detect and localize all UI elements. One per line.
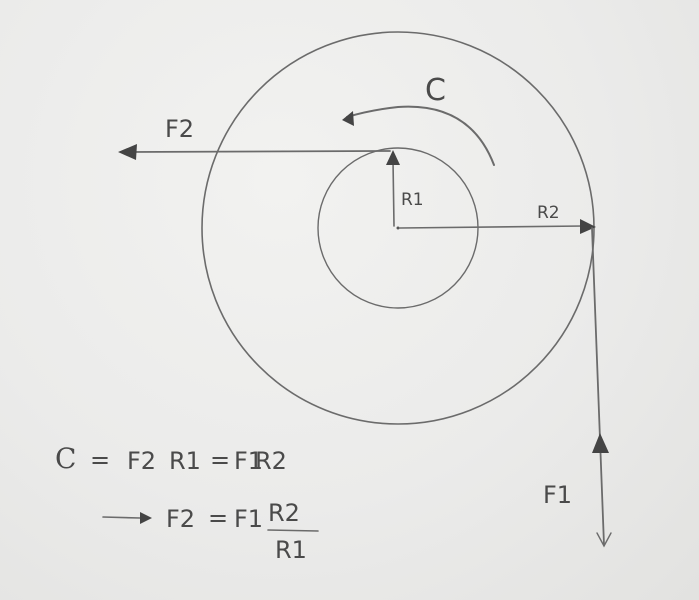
equation-line-1: C = F2 R1 = F1 R2 (55, 442, 287, 475)
eq1-r1: R1 (169, 447, 201, 475)
eq2-f1: F1 (234, 505, 263, 533)
eq1-f2: F2 (127, 447, 156, 475)
eq1-c: C (55, 442, 76, 475)
force-top-arrowhead (118, 144, 137, 160)
radius-outer-line (399, 225, 585, 229)
implies-arrowhead (140, 512, 152, 524)
couple-label: C (425, 73, 446, 108)
center-point (396, 226, 400, 230)
force-top-line (127, 150, 391, 153)
eq2-numerator: R2 (268, 499, 300, 527)
force-right-label: F1 (543, 481, 572, 509)
radius-inner-line (392, 159, 395, 227)
inner-circle (317, 147, 479, 309)
equation-line-2: F2 = F1 R2 R1 (166, 499, 319, 564)
couple-arc (346, 105, 495, 166)
force-right-tip (596, 532, 612, 548)
radius-inner-arrowhead (386, 150, 400, 165)
eq2-equals: = (208, 504, 228, 532)
eq1-equals-1: = (90, 446, 110, 474)
eq1-f1: F1 (234, 447, 263, 475)
outer-circle (201, 31, 595, 425)
force-top-label: F2 (165, 115, 194, 143)
fraction-bar (267, 529, 319, 532)
eq2-f2: F2 (166, 505, 195, 533)
force-right-mid-arrowhead (592, 433, 609, 453)
implies-arrow-line (102, 516, 141, 519)
eq2-denominator: R1 (275, 536, 307, 564)
couple-arrowhead (342, 111, 354, 126)
eq1-r2: R2 (255, 447, 287, 475)
eq1-equals-2: = (210, 446, 230, 474)
radius-outer-label: R2 (537, 203, 560, 223)
radius-outer-arrowhead (580, 219, 596, 234)
force-right-line (591, 227, 605, 546)
radius-inner-label: R1 (401, 190, 424, 210)
